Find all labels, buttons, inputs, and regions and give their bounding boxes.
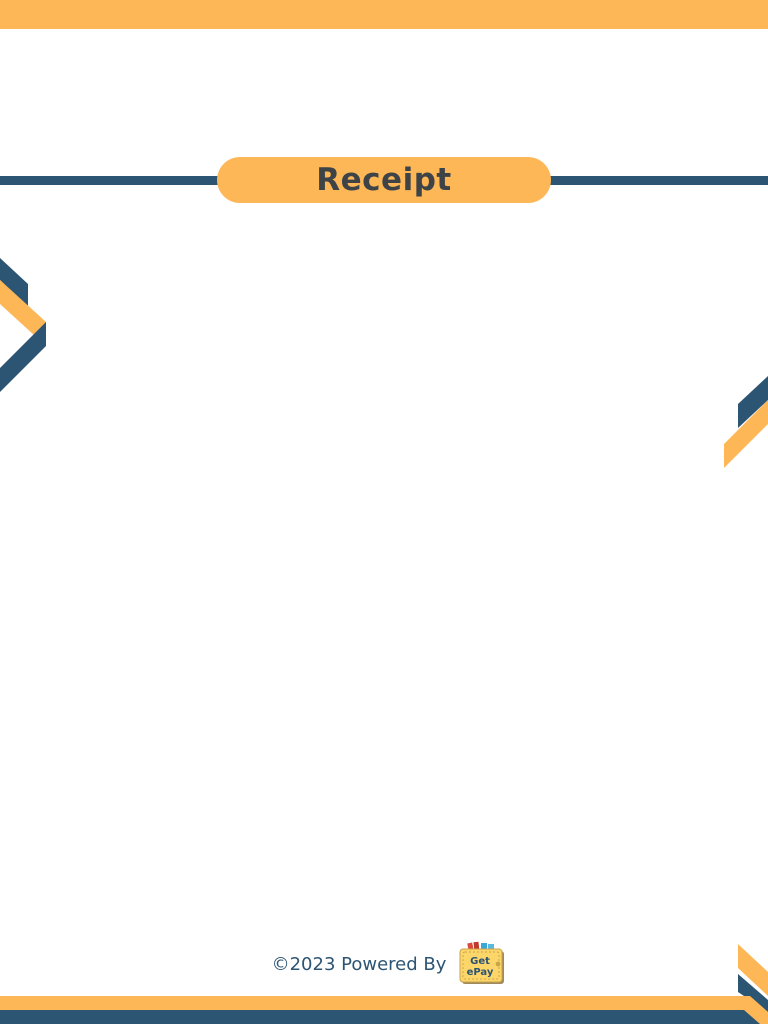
left-chevron-decoration bbox=[0, 258, 46, 392]
getepay-logo-icon[interactable]: Get ePay bbox=[458, 941, 506, 987]
title-banner: Receipt bbox=[217, 157, 551, 203]
footer-text: ©2023 Powered By bbox=[271, 953, 447, 975]
title-rule-right bbox=[546, 176, 768, 185]
top-accent-bar bbox=[0, 0, 768, 29]
title-rule-left bbox=[0, 176, 222, 185]
logo-text-top: Get bbox=[471, 956, 491, 967]
bottom-accent-band bbox=[0, 996, 768, 1024]
page-title: Receipt bbox=[316, 162, 452, 198]
footer: ©2023 Powered By Get ePay bbox=[0, 938, 768, 990]
corner-decoration bbox=[738, 944, 768, 1012]
logo-text-bottom: ePay bbox=[467, 967, 494, 978]
right-chevron-decoration bbox=[724, 376, 768, 468]
